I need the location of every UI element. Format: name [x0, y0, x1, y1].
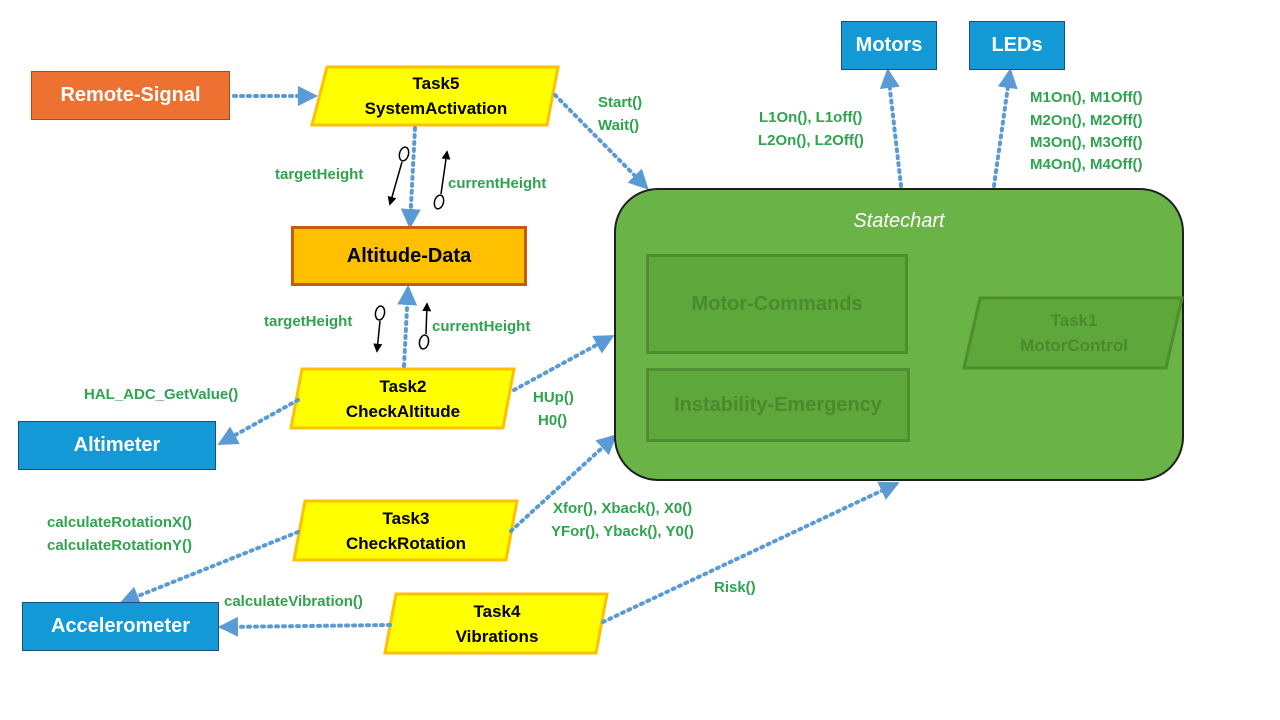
motor-commands-state[interactable]: Motor-Commands — [646, 254, 908, 354]
instability-emergency-state[interactable]: Instability-Emergency — [646, 368, 910, 442]
statechart-title: Statechart — [853, 210, 945, 232]
altimeter-node[interactable]: Altimeter — [18, 421, 216, 470]
connector-task2-altitude — [397, 285, 418, 368]
task3-desc: CheckRotation — [346, 533, 466, 553]
current-height-arrow-2 — [422, 302, 432, 335]
target-height-arrow-2 — [373, 320, 383, 353]
calc-rot-x-label: calculateRotationX() — [47, 514, 193, 531]
m3-label: M3On(), M3Off() — [1030, 134, 1143, 151]
task2-shape[interactable] — [289, 367, 516, 430]
connector-task3-accelerometer — [119, 530, 300, 606]
calc-rot-y-label: calculateRotationY() — [47, 537, 193, 554]
task5-desc: SystemActivation — [364, 99, 508, 118]
motors-node[interactable]: Motors — [841, 21, 937, 70]
connector-task3-statechart — [509, 434, 617, 533]
data-flow-tail — [433, 194, 445, 210]
task1-label: Task1 MotorControl — [962, 296, 1186, 370]
connector-task4-accelerometer — [218, 616, 392, 637]
hal-adc-label: HAL_ADC_GetValue() — [84, 386, 239, 403]
l2-label: L2On(), L2Off() — [758, 132, 864, 149]
task3-label: Task3 CheckRotation — [299, 501, 513, 560]
task5-label: Task5 SystemActivation — [316, 67, 556, 125]
task4-label: Task4 Vibrations — [390, 594, 604, 653]
task4-shape[interactable] — [383, 592, 609, 655]
connector-task5-statechart — [553, 93, 649, 190]
remote-signal-node[interactable]: Remote-Signal — [31, 71, 230, 120]
calc-vib-label: calculateVibration() — [224, 593, 363, 610]
wait-label: Wait() — [598, 117, 640, 134]
task4-name: Task4 — [473, 601, 521, 621]
risk-label: Risk() — [714, 579, 756, 596]
connector-statechart-leds — [992, 68, 1018, 188]
accelerometer-node[interactable]: Accelerometer — [22, 602, 219, 651]
connector-task5-altitude — [400, 126, 421, 229]
task3-shape[interactable] — [292, 499, 519, 562]
start-label: Start() — [598, 94, 643, 111]
hup-label: HUp() — [533, 389, 574, 406]
connector-task2-altimeter — [217, 398, 300, 445]
data-flow-tail — [418, 334, 430, 350]
data-flow-tail — [374, 305, 386, 321]
h0-label: H0() — [538, 412, 568, 429]
xfor-label: Xfor(), Xback(), X0() — [553, 500, 693, 517]
task3-name: Task3 — [382, 508, 430, 528]
task2-label: Task2 CheckAltitude — [296, 369, 510, 428]
m2-label: M2On(), M2Off() — [1030, 112, 1143, 129]
task1-desc: MotorControl — [1020, 336, 1128, 355]
connector-task4-statechart — [601, 481, 900, 624]
task5-name: Task5 — [412, 74, 460, 93]
current-height-label-2: currentHeight — [432, 318, 531, 335]
target-height-label-1: targetHeight — [275, 166, 364, 183]
current-height-label-1: currentHeight — [448, 175, 547, 192]
task2-desc: CheckAltitude — [345, 401, 461, 421]
data-flow-tail — [398, 146, 410, 162]
altitude-data-node[interactable]: Altitude-Data — [291, 226, 527, 286]
connector-task2-statechart — [512, 335, 615, 392]
l1-label: L1On(), L1off() — [759, 109, 863, 126]
yfor-label: YFor(), Yback(), Y0() — [551, 523, 694, 540]
connector-statechart-motors — [879, 68, 903, 188]
statechart-container[interactable]: Statechart Motor-Commands Instability-Em… — [614, 188, 1184, 481]
task1-name: Task1 — [1050, 311, 1098, 330]
m4-label: M4On(), M4Off() — [1030, 156, 1143, 173]
task1-shape[interactable] — [962, 296, 1186, 370]
m1-label: M1On(), M1Off() — [1030, 89, 1143, 106]
current-height-arrow-1 — [440, 150, 451, 195]
task2-name: Task2 — [379, 376, 427, 396]
leds-node[interactable]: LEDs — [969, 21, 1065, 70]
task4-desc: Vibrations — [455, 626, 539, 646]
target-height-label-2: targetHeight — [264, 313, 353, 330]
target-height-arrow-1 — [387, 161, 403, 206]
